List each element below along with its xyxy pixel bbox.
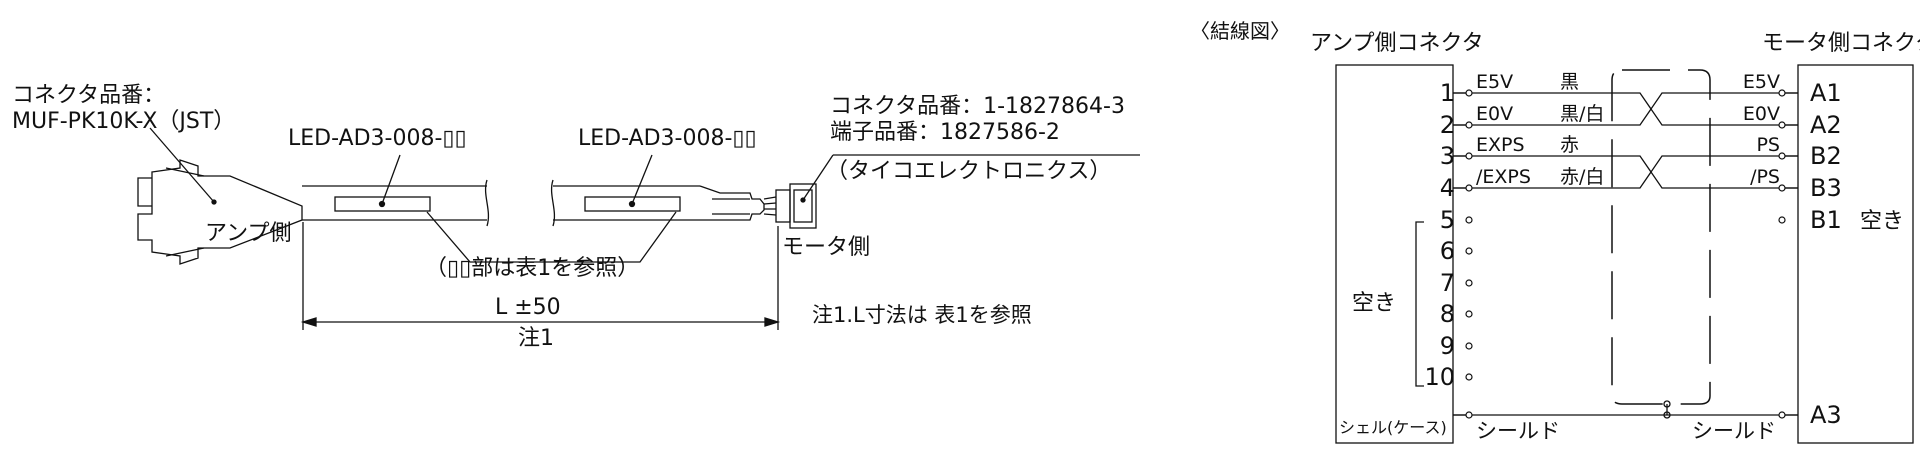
- right-connector-label-2: 端子品番：1827586-2: [830, 120, 1060, 145]
- right-pin-a2: A2: [1810, 111, 1842, 139]
- left-signal-2: E0V: [1476, 103, 1513, 125]
- wire-color-4: 赤/白: [1560, 166, 1604, 188]
- length-note-ref: 注1: [518, 326, 554, 351]
- right-signals: E5V E0V PS /PS: [1743, 71, 1780, 188]
- left-pin-numbers: 1 2 3 4 5 6 7 8 9 10: [1424, 79, 1455, 391]
- right-pin-a3: A3: [1810, 401, 1842, 429]
- right-signal-1: E5V: [1743, 71, 1780, 93]
- left-connector-label-1: コネクタ品番：: [12, 83, 165, 108]
- shell-label: シェル(ケース): [1339, 418, 1447, 437]
- length-label: L ±50: [495, 295, 561, 320]
- cable-drawing: [137, 127, 1140, 330]
- wiring-title: 〈結線図〉: [1190, 19, 1290, 43]
- left-pin-8: 8: [1440, 300, 1455, 328]
- right-pin-b2: B2: [1810, 142, 1842, 170]
- right-part-number: LED-AD3-008-▯▯: [578, 126, 757, 151]
- left-signal-3: EXPS: [1476, 134, 1525, 156]
- left-pin-5: 5: [1440, 206, 1455, 234]
- right-connector-label-1: コネクタ品番：1-1827864-3: [830, 94, 1125, 119]
- wire-colors: 黒 黒/白 赤 赤/白: [1560, 71, 1604, 188]
- left-pin-9: 9: [1440, 332, 1455, 360]
- left-pin-3: 3: [1440, 142, 1455, 170]
- right-signal-2: E0V: [1743, 103, 1780, 125]
- left-part-number: LED-AD3-008-▯▯: [288, 126, 467, 151]
- right-pin-b1: B1: [1810, 206, 1842, 234]
- right-pin-labels: A1 A2 B2 B3 B1 A3: [1810, 79, 1842, 429]
- right-signal-3: PS: [1756, 134, 1780, 156]
- left-pin-4: 4: [1440, 174, 1455, 202]
- left-pin-10: 10: [1424, 363, 1455, 391]
- left-pin-6: 6: [1440, 237, 1455, 265]
- shield-left-label: シールド: [1476, 419, 1560, 443]
- amp-side-label: アンプ側: [205, 221, 291, 246]
- right-pin-a1: A1: [1810, 79, 1842, 107]
- wire-color-1: 黒: [1560, 71, 1579, 93]
- right-signal-4: /PS: [1750, 166, 1780, 188]
- part-note: （▯▯部は表1を参照）: [425, 256, 639, 281]
- left-spare-label: 空き: [1352, 291, 1396, 316]
- left-signals: E5V E0V EXPS /EXPS: [1476, 71, 1531, 188]
- left-connector-label-2: MUF-PK10K-X（JST）: [12, 109, 235, 134]
- length-note: 注1.L寸法は 表1を参照: [812, 303, 1032, 327]
- motor-side-label: モータ側: [782, 235, 870, 260]
- amp-connector-title: アンプ側コネクタ: [1310, 31, 1484, 56]
- right-connector-maker: （タイコエレクトロニクス）: [826, 159, 1111, 184]
- shield-right-label: シールド: [1692, 419, 1776, 443]
- left-signal-1: E5V: [1476, 71, 1513, 93]
- right-spare-label: 空き: [1860, 209, 1904, 234]
- right-pin-b3: B3: [1810, 174, 1842, 202]
- amp-connector-shape: [137, 159, 303, 265]
- left-pin-2: 2: [1440, 111, 1455, 139]
- left-pin-7: 7: [1440, 269, 1455, 297]
- wire-color-2: 黒/白: [1560, 103, 1604, 125]
- shield-outline: [1611, 69, 1711, 405]
- left-pin-dots: [1465, 89, 1473, 419]
- spare-bracket: [1415, 221, 1424, 387]
- right-pin-dots: [1778, 89, 1786, 419]
- left-pin-1: 1: [1440, 79, 1455, 107]
- motor-connector-title: モータ側コネクタ: [1762, 31, 1920, 56]
- wire-color-3: 赤: [1560, 134, 1579, 156]
- left-signal-4: /EXPS: [1476, 166, 1531, 188]
